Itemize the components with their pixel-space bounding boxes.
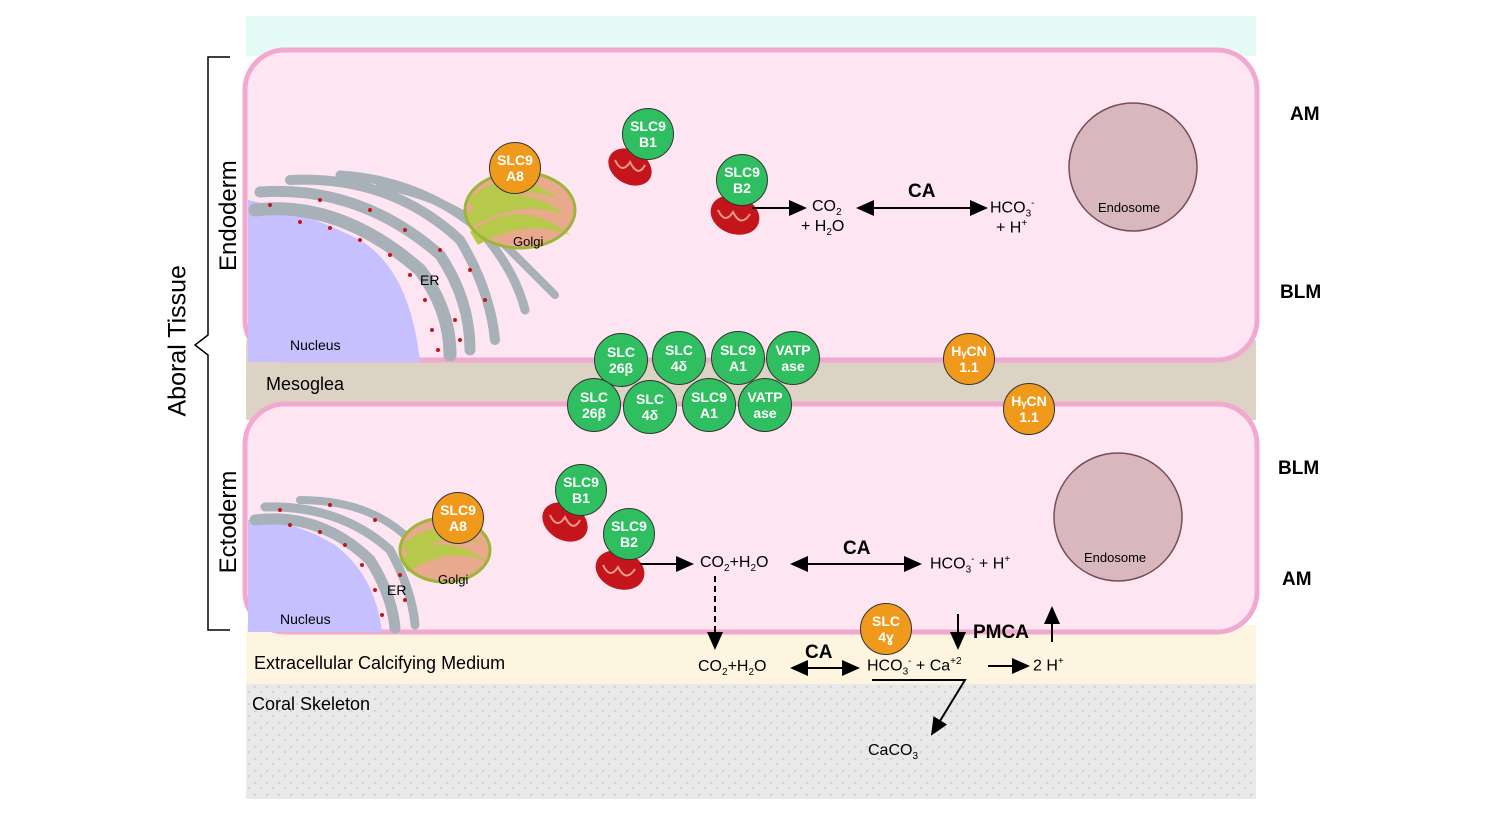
endoderm-nucleus (248, 200, 420, 362)
eq-top-hco3: HCO3- (990, 198, 1035, 220)
slc9b1-transporter-endoderm: SLC9 B1 (622, 108, 674, 160)
slc9a8-transporter-endoderm: SLC9 A8 (489, 142, 541, 194)
blm-bottom-label: BLM (1278, 458, 1320, 479)
ecm-label: Extracellular Calcifying Medium (254, 653, 506, 673)
ectoderm-label: Ectoderm (215, 470, 242, 574)
endoderm-golgi-label: Golgi (513, 234, 544, 249)
aboral-tissue-brace (193, 56, 230, 631)
mesoglea-label: Mesoglea (266, 374, 345, 394)
coral-skeleton-label: Coral Skeleton (252, 694, 371, 714)
slc9b2-transporter-endoderm: SLC9 B2 (716, 154, 768, 206)
eq-top-h2o: + H2O (801, 218, 845, 239)
eq-top-co2: CO2 (812, 198, 842, 219)
skeleton-band (246, 684, 1256, 799)
ectoderm-endosome-label: Endosome (1084, 550, 1147, 565)
slc9a8-transporter-ectoderm: SLC9 A8 (432, 492, 484, 544)
ca-enzyme-top: CA (908, 181, 936, 202)
endoderm-er-label: ER (420, 272, 440, 288)
ectoderm-endosome (1053, 452, 1183, 582)
ecm-band (246, 625, 1256, 685)
slc4d-transporter-bottom: SLC 4δ (623, 380, 677, 434)
vatpase-transporter-top: VATP ase (766, 331, 820, 385)
ectoderm-er (249, 496, 420, 634)
ectoderm-er-ribosomes (278, 503, 407, 617)
eq-ecm-mid: HCO3- + Ca+2 (867, 656, 962, 678)
hcn11-transporter-bottom: HᵧCN 1.1 (1003, 383, 1055, 435)
eq-caco3: CaCO3 (868, 742, 919, 763)
slc9b2-transporter-ectoderm: SLC9 B2 (603, 508, 655, 560)
slc9a1-transporter-bottom: SLC9 A1 (682, 378, 736, 432)
hcn11-transporter-top: HᵧCN 1.1 (943, 333, 995, 385)
ectoderm-golgi-label: Golgi (438, 572, 469, 587)
ca-enzyme-ecm: CA (805, 642, 833, 663)
arrow-to-caco3 (872, 679, 967, 736)
endoderm-er-ribosomes (268, 198, 487, 352)
endoderm-endosome (1068, 102, 1198, 232)
slc4d-transporter-top: SLC 4δ (652, 331, 706, 385)
slc26b-transporter-top: SLC 26β (594, 333, 648, 387)
endoderm-endosome-label: Endosome (1098, 200, 1161, 215)
slc4g-transporter: SLC 4ɣ (860, 603, 912, 655)
ectoderm-nucleus (248, 520, 382, 632)
eq-bottom-right: HCO3- + H+ (930, 554, 1011, 576)
am-bottom-label: AM (1282, 569, 1312, 590)
eq-ecm-2h: 2 H+ (1033, 656, 1064, 675)
eq-top-h: + H+ (996, 218, 1028, 237)
eq-ecm-left: CO2+H2O (698, 658, 767, 679)
ca-enzyme-bottom: CA (843, 538, 871, 559)
ectoderm-er-label: ER (387, 582, 407, 598)
endoderm-label: Endoderm (215, 160, 242, 271)
vatpase-transporter-bottom: VATP ase (738, 378, 792, 432)
eq-bottom-left: CO2+H2O (700, 554, 769, 575)
ectoderm-nucleus-label: Nucleus (280, 611, 331, 627)
pmca-label: PMCA (973, 622, 1029, 643)
blm-top-label: BLM (1280, 282, 1322, 303)
endoderm-nucleus-label: Nucleus (290, 337, 341, 353)
slc9a1-transporter-top: SLC9 A1 (711, 331, 765, 385)
ectoderm-mitochondrion-2 (595, 550, 645, 590)
slc26b-transporter-bottom: SLC 26β (567, 378, 621, 432)
endoderm-golgi (463, 170, 577, 250)
slc9b1-transporter-ectoderm: SLC9 B1 (555, 464, 607, 516)
am-top-label: AM (1290, 104, 1320, 125)
aboral-tissue-label: Aboral Tissue (163, 265, 192, 417)
